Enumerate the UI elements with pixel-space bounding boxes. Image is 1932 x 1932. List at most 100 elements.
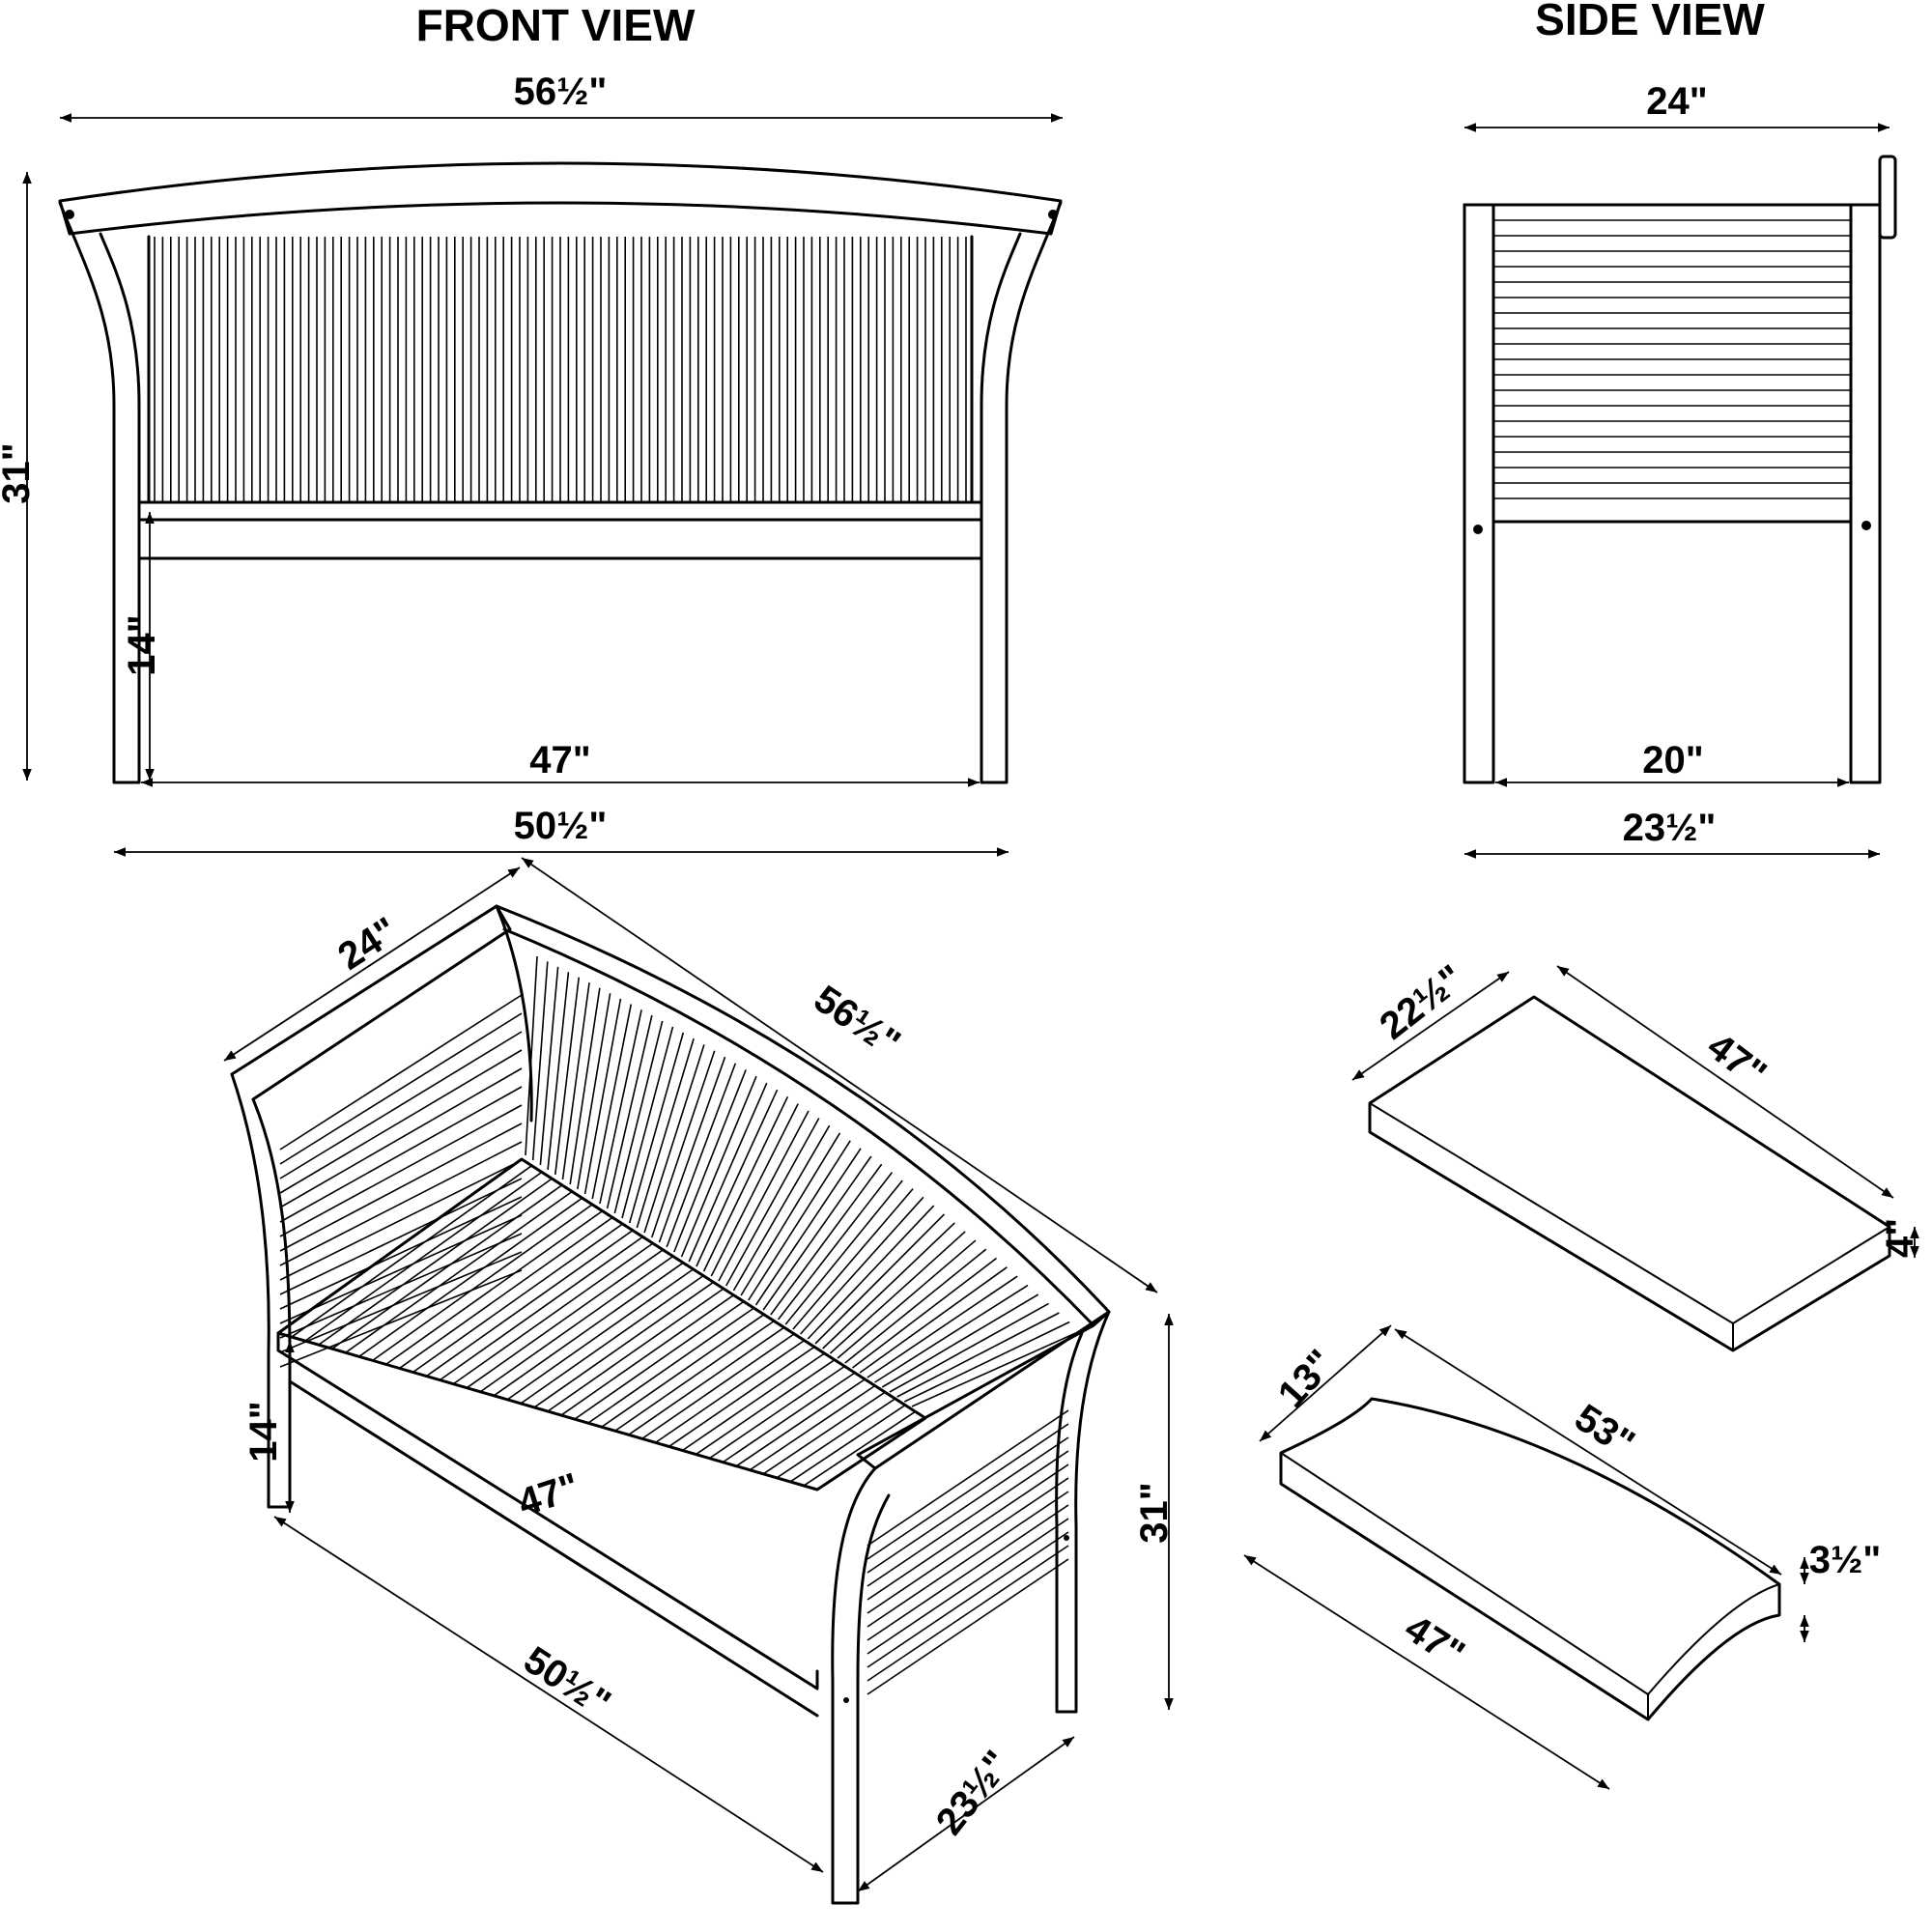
iso-back-slat	[606, 1014, 653, 1209]
iso-back-slat	[569, 987, 601, 1185]
front-base-width-label: 50½"	[514, 805, 608, 847]
iso-back-slat	[688, 1082, 768, 1263]
seat-cushion: 22½" 47" 4"	[1351, 957, 1921, 1352]
iso-back-slat	[613, 1020, 664, 1214]
iso-seat-slat	[439, 1236, 643, 1381]
iso-back-slat	[724, 1118, 820, 1287]
iso-back-slat	[770, 1163, 883, 1316]
iso-back-slat	[881, 1293, 1039, 1388]
iso-seat-width-label: 47"	[513, 1465, 584, 1524]
side-front-leg	[1463, 203, 1495, 784]
front-view: FRONT VIEW 56½" 31" 14" 47" 50½"	[0, 0, 1063, 857]
side-armrest-slats	[1493, 219, 1851, 499]
iso-left-arm-slat	[279, 1159, 523, 1281]
iso-left-arm-slat	[279, 1269, 523, 1368]
iso-back-slat	[748, 1140, 851, 1301]
iso-back-slat	[658, 1056, 726, 1243]
iso-back-slats	[525, 955, 1081, 1407]
iso-right-arm-slat	[867, 1504, 1069, 1641]
iso-back-slat	[867, 1275, 1018, 1378]
iso-back-slat	[837, 1239, 977, 1359]
iso-left-arm-slat	[279, 1214, 523, 1324]
side-back-leg	[1849, 203, 1882, 784]
iso-seat-slat	[506, 1268, 695, 1401]
iso-left-arm-slat	[279, 1178, 523, 1295]
iso-seat-slat	[762, 1391, 886, 1475]
iso-back-slat	[696, 1089, 779, 1267]
iso-back-slat	[822, 1222, 955, 1350]
iso-seat-slat	[682, 1352, 825, 1452]
iso-total-height-label: 31"	[1133, 1482, 1176, 1543]
iso-back-slat	[754, 1148, 862, 1306]
iso-back-length-dimension	[521, 857, 1158, 1293]
iso-back-slat	[628, 1032, 685, 1224]
iso-seat-slat	[399, 1216, 613, 1370]
back-cushion-bottom-length-dimension	[1243, 1554, 1610, 1790]
iso-left-arm-slat	[279, 1067, 523, 1208]
front-left-post	[58, 201, 141, 784]
iso-back-slat	[643, 1044, 705, 1234]
iso-back-slat	[547, 972, 570, 1171]
iso-bolt-front	[843, 1697, 849, 1703]
iso-back-slat	[718, 1110, 810, 1282]
iso-seat-slat	[655, 1339, 806, 1444]
iso-seat-slat	[547, 1288, 724, 1412]
side-bolt-back	[1861, 521, 1871, 530]
iso-back-slat	[666, 1063, 737, 1248]
seat-cushion-depth-dimension	[1351, 971, 1510, 1081]
iso-back-slat	[814, 1213, 946, 1345]
iso-seat-slat	[614, 1320, 775, 1432]
iso-back-slat	[673, 1069, 747, 1253]
side-bolt-front	[1473, 525, 1483, 534]
iso-seat-slat	[749, 1384, 876, 1471]
iso-bolt-back	[1064, 1535, 1069, 1541]
iso-right-arm-slat	[867, 1545, 1069, 1682]
back-cushion-bottom-length-label: 47"	[1397, 1606, 1471, 1675]
iso-seat-slat	[385, 1209, 604, 1366]
iso-back-slat	[762, 1155, 872, 1311]
back-cushion-height-dimension	[1259, 1324, 1392, 1442]
iso-right-arm-slat	[867, 1531, 1069, 1668]
iso-seat-slat	[803, 1410, 916, 1487]
iso-right-arm-top	[856, 1310, 1111, 1470]
iso-back-slat	[680, 1075, 757, 1258]
iso-back-slat	[621, 1026, 674, 1219]
iso-right-arm-slat	[867, 1463, 1069, 1601]
iso-seat-slat	[789, 1404, 906, 1483]
iso-seat-slat	[291, 1165, 532, 1338]
iso-seat-slat	[574, 1300, 745, 1420]
iso-left-arm-slat	[279, 1012, 523, 1165]
iso-base-length-dimension	[273, 1516, 824, 1873]
iso-back-slat	[561, 982, 590, 1180]
iso-seat-slat	[345, 1190, 573, 1353]
iso-back-slat	[874, 1284, 1029, 1383]
iso-seat-slat	[479, 1255, 674, 1393]
back-cushion-top-length-label: 53"	[1567, 1396, 1641, 1464]
seat-cushion-depth-label: 22½"	[1372, 957, 1471, 1048]
seat-cushion-length-label: 47"	[1699, 1025, 1774, 1095]
iso-back-length-label: 56½"	[807, 978, 908, 1065]
iso-seat-height-label: 14"	[242, 1401, 285, 1462]
iso-base-length-label: 50½"	[516, 1638, 617, 1725]
back-cushion-top-length-dimension	[1394, 1328, 1782, 1576]
back-cushion-edges	[1280, 1452, 1780, 1719]
iso-seat-slat	[560, 1294, 734, 1416]
iso-seat-slat	[695, 1359, 836, 1456]
iso-seat-slat	[641, 1333, 795, 1440]
iso-seat-slat	[735, 1378, 866, 1467]
iso-seat-slat	[708, 1365, 845, 1460]
iso-left-arm-slat	[279, 1122, 523, 1252]
back-cushion: 13" 53" 3½" 47"	[1243, 1324, 1881, 1790]
iso-back-slat	[844, 1248, 987, 1364]
seat-cushion-thickness-label: 4"	[1879, 1218, 1921, 1258]
iso-right-arm-slat	[867, 1450, 1069, 1587]
side-view: SIDE VIEW 24" 20" 23½"	[1463, 0, 1897, 859]
iso-left-arm-slat	[279, 1104, 523, 1237]
iso-back-slat	[800, 1196, 924, 1335]
seat-cushion-length-dimension	[1556, 965, 1894, 1199]
iso-seat-slat	[533, 1281, 715, 1408]
iso-back-slat	[539, 966, 559, 1166]
iso-back-slat	[792, 1188, 914, 1330]
iso-seat-slat	[372, 1204, 593, 1362]
